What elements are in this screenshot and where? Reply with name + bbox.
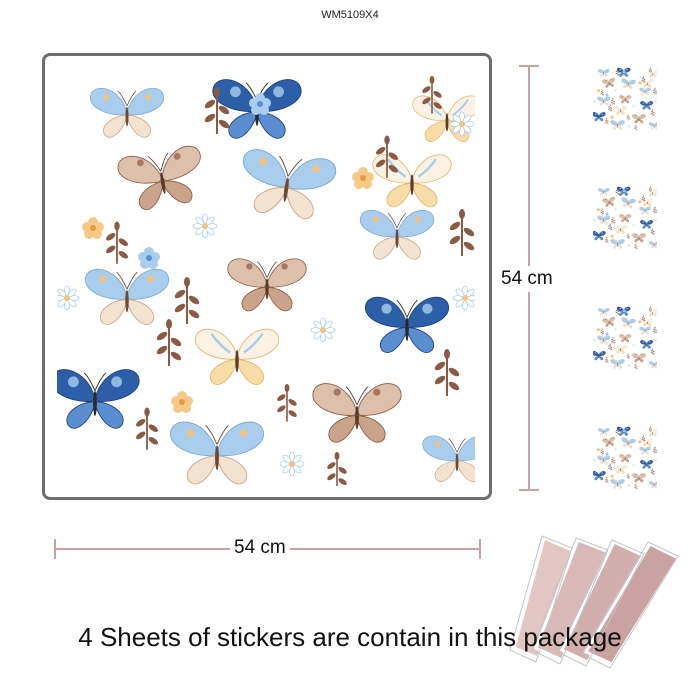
sheet-thumbnail [593,185,657,249]
sheet-thumbnail [593,305,657,369]
width-label: 54 cm [230,537,290,559]
sheet-thumbnail-art [593,305,657,369]
sheet-thumbnail-art [593,66,657,130]
butterfly-pattern [57,68,475,486]
height-dimension-tick-top [519,65,539,67]
package-caption: 4 Sheets of stickers are contain in this… [78,622,622,652]
height-label: 54 cm [498,266,556,292]
sheet-thumbnail [593,66,657,130]
height-dimension-tick-bottom [519,489,539,491]
width-dimension-tick-left [54,539,56,559]
sheet-thumbnail-art [593,425,657,489]
sheet-stack-icon [510,535,680,669]
product-code: WM5109X4 [321,9,379,21]
sheet-thumbnail-art [593,185,657,249]
sheet-thumbnail [593,425,657,489]
butterfly-pattern-art [57,68,475,486]
width-dimension-tick-right [479,539,481,559]
